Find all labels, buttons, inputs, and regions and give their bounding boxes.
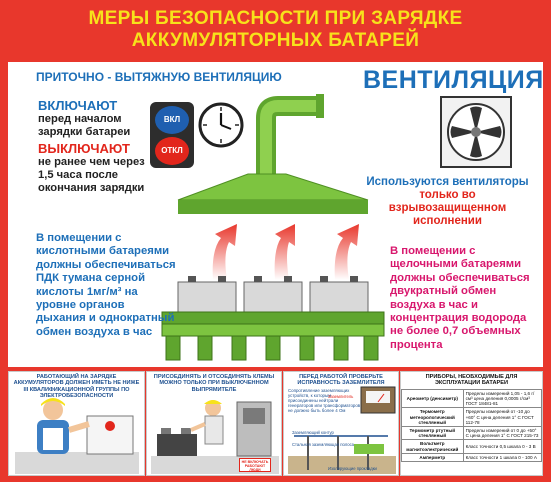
table-row: Термометр метеорологический стеклянный П…	[401, 407, 543, 428]
off-text: не ранее чем через 1,5 часа после оконча…	[38, 156, 145, 194]
explosion-note-black: Используются вентиляторы	[366, 176, 529, 188]
megohmmeter-icon	[360, 386, 396, 414]
grounding-label-1: Заземлитель	[328, 394, 354, 399]
off-word: ВЫКЛЮЧАЮТ	[38, 141, 130, 156]
instrument-spec: Пределы измерений от 0 до +50° С цена де…	[462, 426, 543, 441]
grounding-caption: ПЕРЕД РАБОТОЙ ПРОВЕРЬТЕ ИСПРАВНОСТЬ ЗАЗЕ…	[297, 374, 385, 387]
qualification-caption: РАБОТАЮЩИЙ НА ЗАРЯДКЕ АККУМУЛЯТОРОВ ДОЛЖ…	[13, 374, 140, 400]
control-box: ВКЛ ОТКЛ	[150, 102, 194, 168]
on-word: ВКЛЮЧАЮТ	[38, 98, 118, 113]
on-button[interactable]: ВКЛ	[155, 106, 189, 134]
supply-exhaust-title: ПРИТОЧНО - ВЫТЯЖНУЮ ВЕНТИЛЯЦИЮ	[36, 70, 282, 84]
qualification-card: РАБОТАЮЩИЙ НА ЗАРЯДКЕ АККУМУЛЯТОРОВ ДОЛЖ…	[8, 371, 145, 476]
title-line-1: МЕРЫ БЕЗОПАСНОСТИ ПРИ ЗАРЯДКЕ	[88, 8, 463, 29]
instrument-name: Термометр ртутный стеклянный	[401, 426, 464, 441]
table-row: Термометр ртутный стеклянный Пределы изм…	[401, 426, 543, 441]
grounding-label-4: Изолирующие прокладки	[328, 466, 377, 471]
table-row: Ареометр (денсиметр) Пределы измерений 1…	[401, 388, 543, 409]
grounding-diagram-icon	[288, 435, 396, 474]
alkaline-battery-note: В помещении с щелочными батареями должны…	[390, 245, 530, 351]
grounding-label-2: Заземляющий контур	[292, 430, 334, 435]
clock-icon	[198, 102, 244, 148]
poster-header: МЕРЫ БЕЗОПАСНОСТИ ПРИ ЗАРЯДКЕ АККУМУЛЯТО…	[0, 0, 551, 62]
explosion-proof-note: Используются вентиляторы только во взрыв…	[360, 176, 535, 228]
instrument-name: Вольтметр магнитоэлектрический	[401, 439, 464, 454]
fan-icon	[440, 96, 512, 168]
warning-sign: НЕ ВКЛЮЧАТЬ РАБОТАЮТ ЛЮДИ	[239, 458, 271, 472]
instrument-spec: Класс точности 1 шкала 0 - 100 А	[462, 452, 543, 463]
explosion-note-red: только во взрывозащищенном исполнении	[388, 189, 507, 227]
instruments-table: Ареометр (денсиметр) Пределы измерений 1…	[401, 388, 543, 463]
ventilation-title: ВЕНТИЛЯЦИЯ	[363, 66, 544, 94]
grounding-note: Сопротивление заземляющих устройств, к к…	[288, 388, 361, 413]
instruments-card: ПРИБОРЫ, НЕОБХОДИМЫЕ ДЛЯ ЭКСПЛУАТАЦИИ БА…	[400, 371, 543, 476]
instrument-spec: Пределы измерений от -10 до +60° С цена …	[462, 407, 543, 428]
rectifier-card: ПРИСОЕДИНЯТЬ И ОТСОЕДИНЯТЬ КЛЕМЫ МОЖНО Т…	[146, 371, 282, 476]
grounding-card: ПЕРЕД РАБОТОЙ ПРОВЕРЬТЕ ИСПРАВНОСТЬ ЗАЗЕ…	[283, 371, 399, 476]
table-row: Амперметр Класс точности 1 шкала 0 - 100…	[401, 452, 543, 463]
acid-battery-note: В помещении с кислотными батареями должн…	[36, 232, 176, 338]
on-off-instructions: ВКЛЮЧАЮТ перед началом зарядки батареи В…	[38, 98, 158, 195]
instruments-caption: ПРИБОРЫ, НЕОБХОДИМЫЕ ДЛЯ ЭКСПЛУАТАЦИИ БА…	[425, 374, 518, 387]
on-text: перед началом зарядки батареи	[38, 113, 131, 138]
instrument-name: Ареометр (денсиметр)	[401, 388, 464, 409]
airflow-arrows-icon	[212, 224, 359, 280]
off-button[interactable]: ОТКЛ	[155, 137, 189, 165]
battery-rack-icon	[161, 276, 385, 361]
instrument-spec: Класс точности 0,5 шкала 0 - 3 В	[462, 439, 543, 454]
worker-icon	[15, 398, 139, 474]
bottom-strip: РАБОТАЮЩИЙ НА ЗАРЯДКЕ АККУМУЛЯТОРОВ ДОЛЖ…	[8, 371, 543, 476]
instrument-name: Амперметр	[401, 452, 464, 463]
exhaust-hood-icon	[177, 94, 369, 214]
title-line-2: АККУМУЛЯТОРНЫХ БАТАРЕЙ	[131, 30, 420, 51]
table-row: Вольтметр магнитоэлектрический Класс точ…	[401, 439, 543, 454]
rectifier-caption: ПРИСОЕДИНЯТЬ И ОТСОЕДИНЯТЬ КЛЕМЫ МОЖНО Т…	[153, 374, 275, 393]
instrument-name: Термометр метеорологический стеклянный	[401, 407, 464, 428]
instrument-spec: Пределы измерений 1,05 - 1,6 г/см³ цена …	[462, 388, 543, 409]
main-panel: ПРИТОЧНО - ВЫТЯЖНУЮ ВЕНТИЛЯЦИЮ ВЕНТИЛЯЦИ…	[8, 62, 543, 367]
grounding-label-3: Стальная заземляющая полоса	[292, 442, 355, 447]
